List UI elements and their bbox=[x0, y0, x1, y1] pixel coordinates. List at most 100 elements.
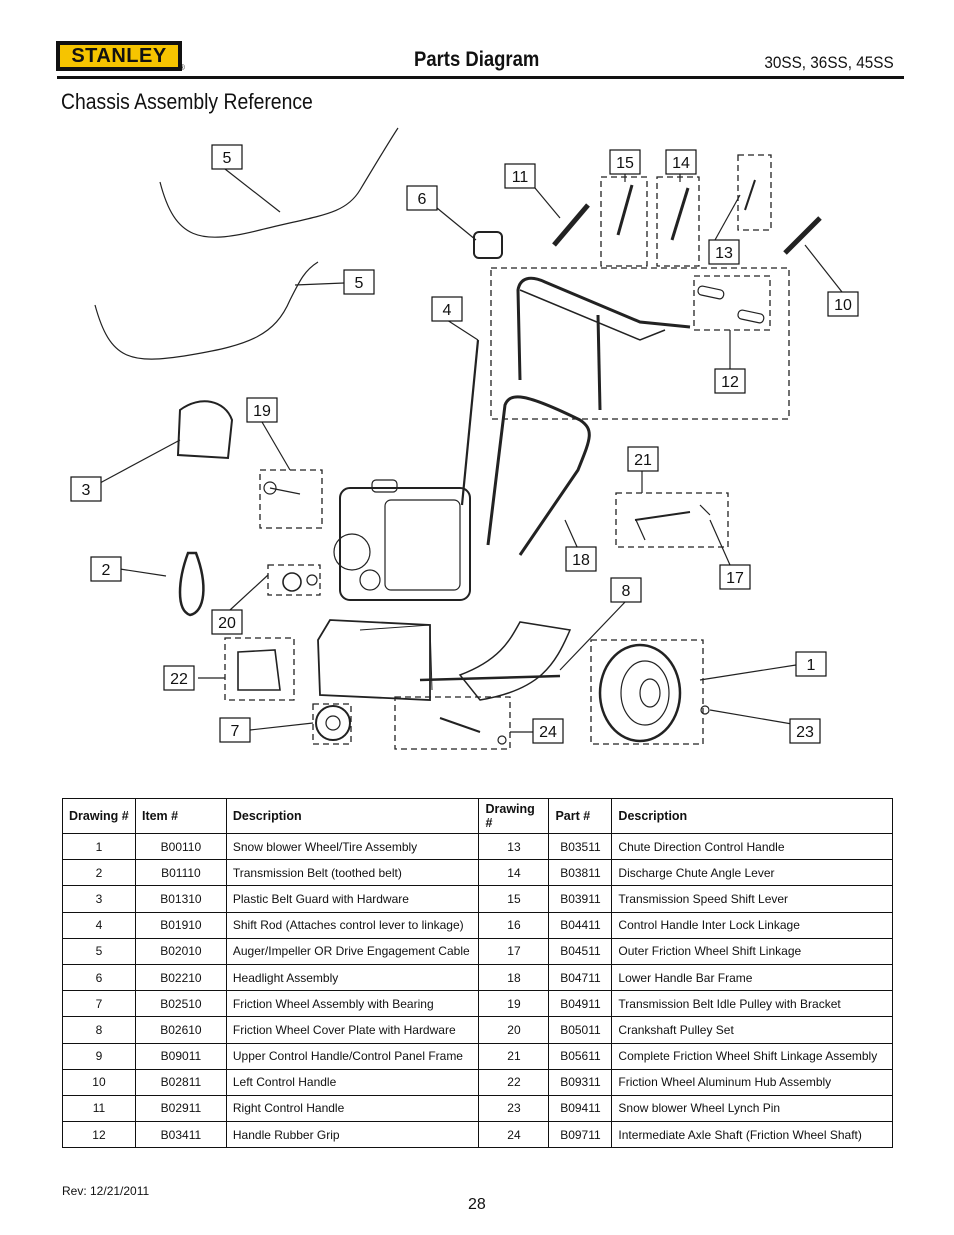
cell-description: Plastic Belt Guard with Hardware bbox=[225, 885, 480, 913]
callout-label: 11 bbox=[512, 169, 529, 186]
cell-description: Friction Wheel Cover Plate with Hardware bbox=[225, 1016, 480, 1044]
cell-item-num: B02610 bbox=[134, 1016, 227, 1044]
callout-label: 19 bbox=[253, 403, 271, 420]
cell-description: Crankshaft Pulley Set bbox=[611, 1016, 893, 1044]
cell-part-num: B04511 bbox=[548, 937, 613, 965]
cell-description: Snow blower Wheel Lynch Pin bbox=[611, 1094, 893, 1123]
callout-label: 20 bbox=[218, 615, 236, 632]
callout-label: 23 bbox=[796, 724, 814, 741]
shift-rod-drawing bbox=[460, 339, 480, 506]
cell-part-num: B04911 bbox=[548, 990, 613, 1018]
right-handle-drawing bbox=[552, 203, 590, 247]
header-drawing-num: Drawing # bbox=[62, 798, 136, 834]
cell-part-num: B09411 bbox=[548, 1094, 613, 1123]
cell-item-num: B02210 bbox=[134, 963, 227, 992]
table-header-row: Drawing # Item # Description Drawing # P… bbox=[62, 798, 893, 834]
cell-item-num: B09011 bbox=[134, 1042, 227, 1070]
cell-drawing-num: 5 bbox=[62, 937, 136, 965]
callout-label: 24 bbox=[539, 724, 557, 741]
cell-drawing-num: 1 bbox=[62, 832, 136, 861]
header-rule bbox=[57, 76, 904, 79]
cell-drawing-num: 4 bbox=[62, 911, 136, 939]
cell-part-num: B05011 bbox=[548, 1016, 613, 1044]
callout-box bbox=[211, 144, 243, 170]
callout-label: 21 bbox=[634, 452, 652, 469]
page-number: 28 bbox=[468, 1196, 486, 1213]
cell-description: Handle Rubber Grip bbox=[225, 1121, 480, 1149]
cell-description: Friction Wheel Assembly with Bearing bbox=[225, 990, 480, 1018]
cell-drawing-num: 23 bbox=[478, 1094, 550, 1123]
cell-item-num: B03411 bbox=[134, 1121, 227, 1149]
left-handle-drawing bbox=[783, 216, 822, 255]
cell-description: Friction Wheel Aluminum Hub Assembly bbox=[611, 1068, 893, 1096]
upper-frame-group-box bbox=[490, 267, 790, 420]
cell-item-num: B02811 bbox=[134, 1068, 227, 1096]
stanley-logo: STANLEY ® bbox=[56, 41, 185, 73]
cell-description: Transmission Belt Idle Pulley with Brack… bbox=[611, 990, 893, 1018]
cell-drawing-num: 2 bbox=[62, 859, 136, 887]
section-title: Chassis Assembly Reference bbox=[61, 89, 313, 114]
wheel-drawing bbox=[598, 643, 682, 743]
cell-description: Complete Friction Wheel Shift Linkage As… bbox=[611, 1042, 893, 1070]
cable-upper-drawing bbox=[159, 127, 399, 238]
chute-handle-drawing bbox=[744, 179, 756, 211]
cell-description: Upper Control Handle/Control Panel Frame bbox=[225, 1042, 480, 1070]
callout-label: 12 bbox=[721, 374, 739, 391]
cell-drawing-num: 15 bbox=[478, 885, 550, 913]
linkage-drawing bbox=[634, 511, 691, 521]
headlight-drawing bbox=[473, 231, 503, 259]
callout-label: 14 bbox=[672, 155, 690, 172]
cell-description: Intermediate Axle Shaft (Friction Wheel … bbox=[611, 1121, 893, 1149]
cell-item-num: B02911 bbox=[134, 1094, 227, 1123]
cover-plate-drawing bbox=[458, 621, 572, 701]
grip-drawing bbox=[697, 285, 725, 300]
cell-description: Snow blower Wheel/Tire Assembly bbox=[225, 832, 480, 861]
cell-part-num: B03511 bbox=[548, 832, 613, 861]
header-description: Description bbox=[611, 798, 893, 834]
parts-table: Drawing # Item # Description Drawing # P… bbox=[62, 798, 893, 1149]
parts-diagram: 5 5 6 4 11 15 14 13 10 12 19 3 2 20 21 1… bbox=[70, 127, 859, 750]
cell-part-num: B05611 bbox=[548, 1042, 613, 1070]
cell-drawing-num: 14 bbox=[478, 859, 550, 887]
cell-item-num: B01910 bbox=[134, 911, 227, 939]
belt-drawing bbox=[178, 551, 205, 617]
shaft-drawing bbox=[439, 717, 481, 733]
cell-drawing-num: 3 bbox=[62, 885, 136, 913]
callout-label: 5 bbox=[355, 275, 364, 292]
idle-pulley-drawing bbox=[263, 481, 277, 495]
cell-part-num: B04411 bbox=[548, 911, 613, 939]
cell-part-num: B04711 bbox=[548, 963, 613, 992]
brand-text: STANLEY bbox=[60, 45, 178, 67]
header-item-num: Item # bbox=[134, 798, 227, 834]
cell-description: Control Handle Inter Lock Linkage bbox=[611, 911, 893, 939]
cell-description: Auger/Impeller OR Drive Engagement Cable bbox=[225, 937, 480, 965]
cell-description: Discharge Chute Angle Lever bbox=[611, 859, 893, 887]
header-description: Description bbox=[225, 798, 480, 834]
cell-description: Chute Direction Control Handle bbox=[611, 832, 893, 861]
callout-label: 8 bbox=[622, 583, 631, 600]
registered-mark: ® bbox=[179, 63, 185, 72]
cell-item-num: B01110 bbox=[134, 859, 227, 887]
cell-drawing-num: 9 bbox=[62, 1042, 136, 1070]
callout-label: 4 bbox=[443, 302, 452, 319]
cell-description: Left Control Handle bbox=[225, 1068, 480, 1096]
callout-label: 2 bbox=[102, 562, 111, 579]
chassis-drawing bbox=[317, 619, 431, 701]
cell-part-num: B09311 bbox=[548, 1068, 613, 1096]
cell-description: Shift Rod (Attaches control lever to lin… bbox=[225, 911, 480, 939]
cell-drawing-num: 6 bbox=[62, 963, 136, 992]
cell-drawing-num: 8 bbox=[62, 1016, 136, 1044]
pulley-drawing bbox=[282, 572, 302, 592]
callout-label: 7 bbox=[231, 723, 240, 740]
engine-drawing bbox=[333, 479, 471, 601]
cell-item-num: B00110 bbox=[134, 832, 227, 861]
